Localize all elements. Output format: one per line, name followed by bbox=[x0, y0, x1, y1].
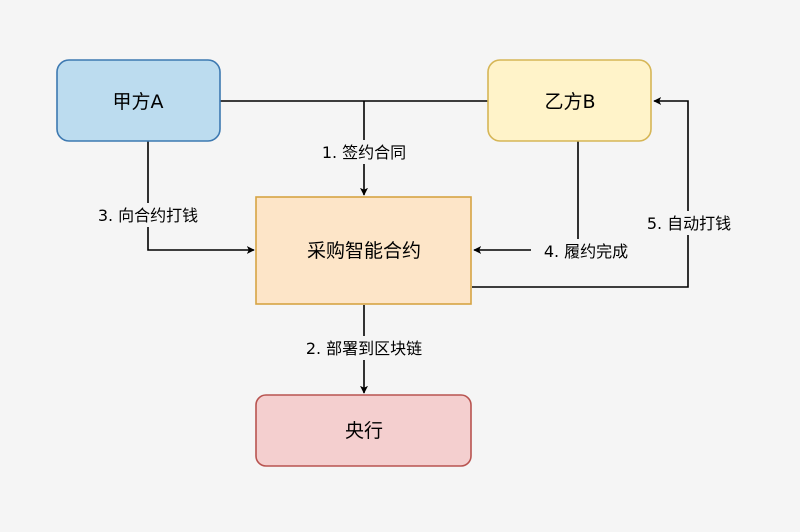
edge-deploy-label-bg bbox=[286, 336, 442, 360]
edge-deploy-label: 2. 部署到区块链 bbox=[306, 339, 422, 358]
edge-auto-pay: 5. 自动打钱 bbox=[472, 97, 744, 288]
node-party-a-box bbox=[56, 59, 221, 142]
edge-sign-label-bg bbox=[312, 140, 416, 164]
edge-fulfill-label-bg bbox=[531, 239, 641, 263]
edge-sign-contract: 1. 签约合同 bbox=[220, 100, 488, 196]
node-party-b[interactable]: 乙方B bbox=[487, 59, 652, 142]
edge-auto-pay-label-bg bbox=[634, 211, 744, 235]
node-contract-label: 采购智能合约 bbox=[307, 240, 421, 262]
node-contract-box bbox=[255, 196, 472, 305]
edge-pay-contract-line bbox=[147, 141, 255, 254]
edge-pay-contract: 3. 向合约打钱 bbox=[86, 141, 255, 254]
node-party-b-box bbox=[487, 59, 652, 142]
edge-fulfill-label: 4. 履约完成 bbox=[544, 242, 628, 261]
node-party-a-label: 甲方A bbox=[113, 91, 164, 113]
node-central-bank[interactable]: 央行 bbox=[255, 394, 472, 467]
edge-pay-contract-label: 3. 向合约打钱 bbox=[98, 206, 198, 225]
edge-fulfill-line bbox=[473, 141, 579, 254]
node-central-bank-label: 央行 bbox=[345, 420, 383, 442]
edge-sign-label: 1. 签约合同 bbox=[322, 143, 406, 162]
edge-fulfill: 4. 履约完成 bbox=[473, 141, 641, 263]
edge-auto-pay-line bbox=[472, 97, 689, 288]
node-party-a[interactable]: 甲方A bbox=[56, 59, 221, 142]
edge-pay-contract-label-bg bbox=[86, 203, 210, 227]
node-party-b-label: 乙方B bbox=[544, 91, 595, 113]
node-central-bank-box bbox=[255, 394, 472, 467]
edge-auto-pay-label: 5. 自动打钱 bbox=[647, 214, 731, 233]
edge-deploy: 2. 部署到区块链 bbox=[286, 305, 442, 394]
node-contract[interactable]: 采购智能合约 bbox=[255, 196, 472, 305]
